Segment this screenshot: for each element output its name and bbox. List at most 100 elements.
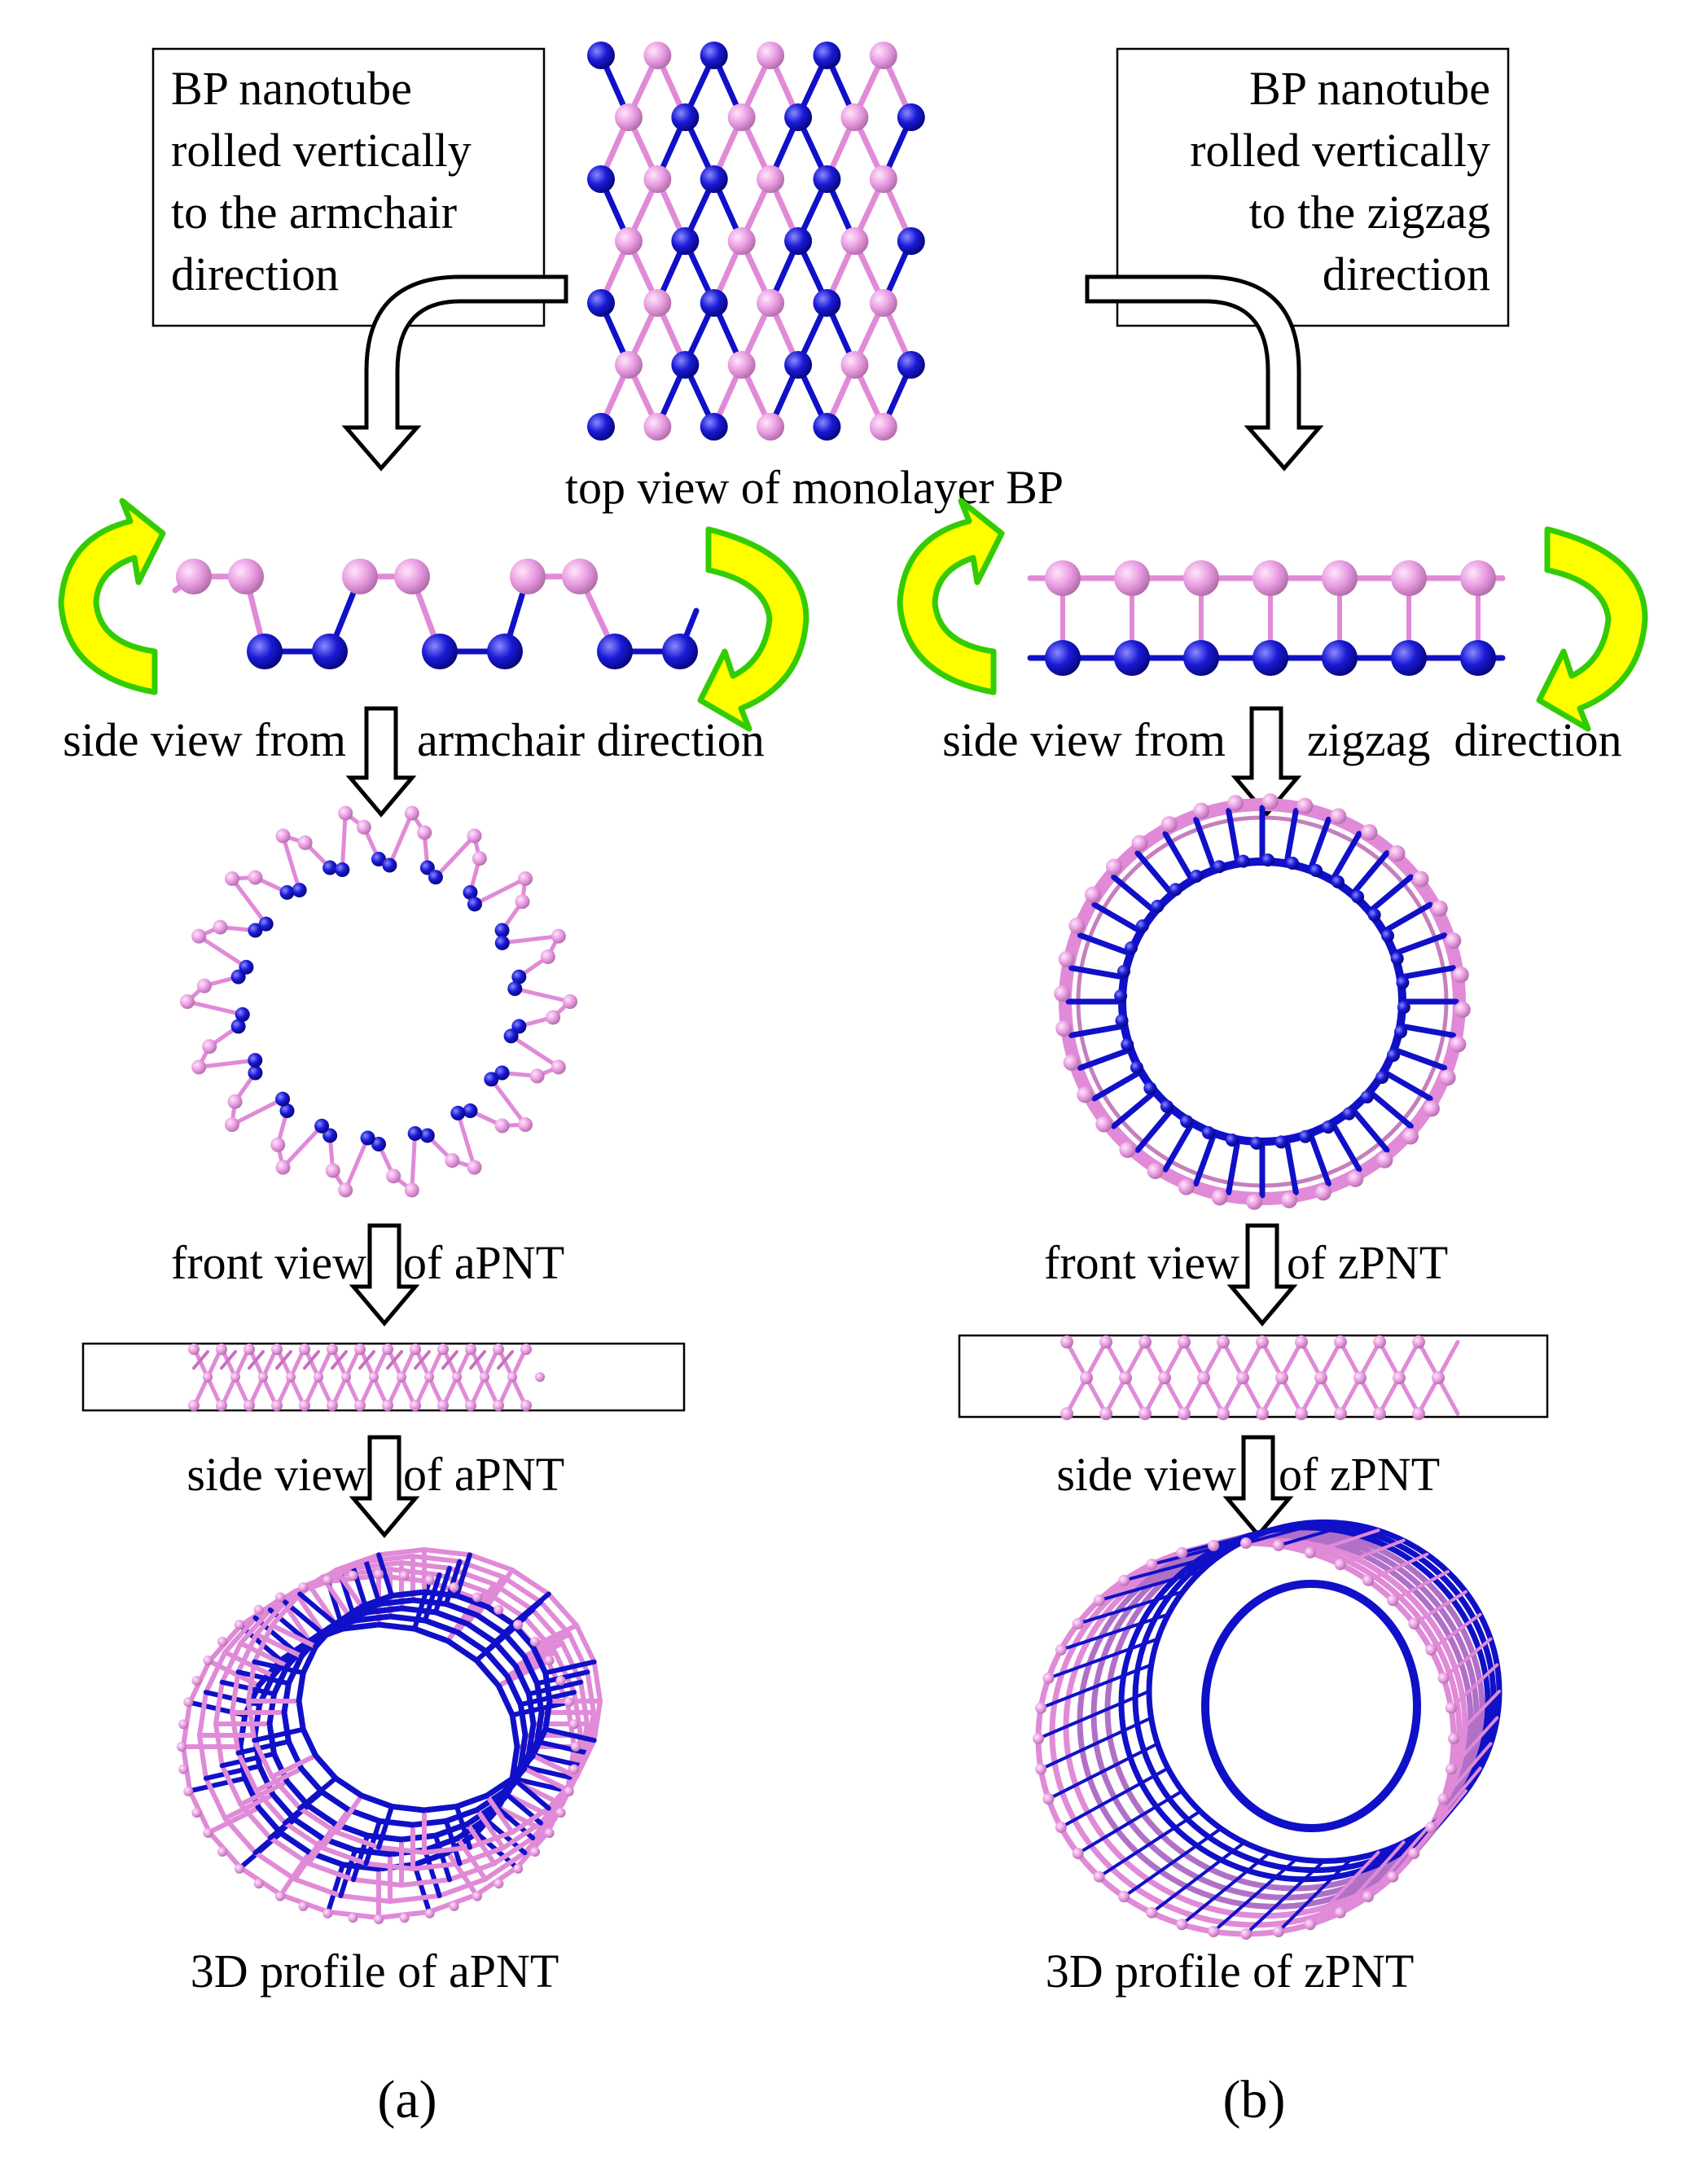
bond [1377, 1340, 1402, 1380]
side-view-armchair-caption-left: side view from [63, 713, 346, 766]
atom-pink [183, 1697, 194, 1708]
bond [1221, 1340, 1245, 1380]
bond [318, 1789, 352, 1813]
atom-pink [465, 1400, 476, 1411]
bond [1397, 1340, 1421, 1380]
bond [1366, 1827, 1429, 1899]
down-arrow-icon [349, 1435, 420, 1538]
bond [422, 1617, 461, 1636]
bond [484, 1603, 516, 1627]
atom-blue [248, 1065, 263, 1081]
bond [443, 1601, 480, 1618]
bent-arrow-right-icon [1085, 274, 1324, 471]
atom-blue [1143, 1081, 1157, 1095]
atom-blue [1130, 1060, 1143, 1074]
bond [530, 1753, 580, 1779]
bond [230, 1710, 241, 1756]
atom-pink [1347, 1170, 1364, 1187]
bond [203, 1775, 228, 1821]
zpnt-3d-profile [1033, 1519, 1503, 1940]
bond [454, 1552, 472, 1599]
bond [1308, 1528, 1380, 1555]
bond [492, 1639, 519, 1669]
atom-blue [382, 857, 397, 873]
bond [410, 1554, 463, 1564]
bond [207, 1805, 261, 1835]
bond [1111, 1089, 1158, 1129]
bond [454, 1792, 490, 1809]
atom-blue [322, 860, 338, 875]
atom-pink [555, 1675, 566, 1686]
atom-blue [1169, 883, 1182, 897]
bond [517, 1732, 529, 1770]
bond [1122, 1827, 1223, 1899]
side-view-a-caption-left: side view [186, 1448, 366, 1501]
atom-blue [419, 860, 435, 875]
bond [504, 1673, 524, 1708]
bond [334, 1567, 364, 1609]
outer-rail [1059, 798, 1466, 1205]
atom-pink [1160, 816, 1178, 833]
bond [542, 1698, 553, 1733]
bond [454, 1629, 489, 1655]
rotation-arrow-left-b-icon [897, 498, 1005, 695]
bond [1046, 1637, 1160, 1680]
bond [387, 1613, 428, 1624]
atom-pink [529, 1847, 540, 1857]
bond [512, 986, 573, 1004]
apnt-3d-profile [177, 1547, 603, 1924]
monolayer-lattice-top-view [587, 42, 925, 441]
atom-blue [371, 852, 386, 866]
atom-pink [1093, 1594, 1105, 1607]
atom-pink [546, 1010, 561, 1025]
atom-pink [202, 1039, 217, 1055]
atom-pink [299, 1344, 310, 1355]
bond [484, 1775, 516, 1799]
bond [1068, 1023, 1128, 1038]
apnt-side-view-strip [188, 1344, 545, 1411]
bond [298, 1765, 325, 1796]
atom-pink [224, 1117, 239, 1133]
bond [454, 1593, 490, 1610]
atom-pink [297, 835, 313, 850]
zigzag-box-line-1: BP nanotube [1249, 62, 1490, 115]
atom-pink [1272, 1539, 1284, 1551]
bond [230, 1669, 241, 1715]
bond [509, 1743, 520, 1782]
atom-pink [404, 805, 419, 821]
bond [1429, 1612, 1482, 1652]
bond [252, 1726, 306, 1743]
bond [246, 1659, 257, 1704]
bond [1059, 1766, 1170, 1829]
bond [363, 1554, 415, 1564]
atom-pink [472, 1592, 482, 1603]
down-arrow-icon [1231, 706, 1302, 818]
bond [1039, 1663, 1153, 1710]
bond [1182, 1375, 1206, 1416]
atom-pink [1147, 1162, 1164, 1179]
front-view-a-caption-left: front view [171, 1236, 366, 1289]
bond [222, 1816, 258, 1856]
bond [340, 811, 348, 872]
atom-pink [386, 1169, 401, 1184]
atom-blue [813, 413, 841, 441]
bond [1307, 1130, 1331, 1187]
atom-pink [275, 1160, 291, 1175]
side-view-z-caption-left: side view [1056, 1448, 1236, 1501]
atom-pink [1240, 1928, 1252, 1940]
atom-pink [1376, 1151, 1393, 1169]
bond [230, 876, 269, 927]
bond [591, 1659, 603, 1704]
bond [485, 1567, 515, 1609]
atom-blue [428, 870, 443, 885]
bond [388, 1803, 428, 1813]
atom-pink [1077, 1086, 1094, 1103]
atom-pink [191, 1808, 202, 1818]
atom-blue [1045, 640, 1081, 676]
bond [1039, 1716, 1153, 1771]
atom-pink [299, 1400, 310, 1411]
atom-blue [1360, 1090, 1374, 1104]
atom-pink [1334, 1906, 1346, 1919]
atom-blue [487, 634, 523, 669]
atom-pink [1176, 1919, 1188, 1931]
